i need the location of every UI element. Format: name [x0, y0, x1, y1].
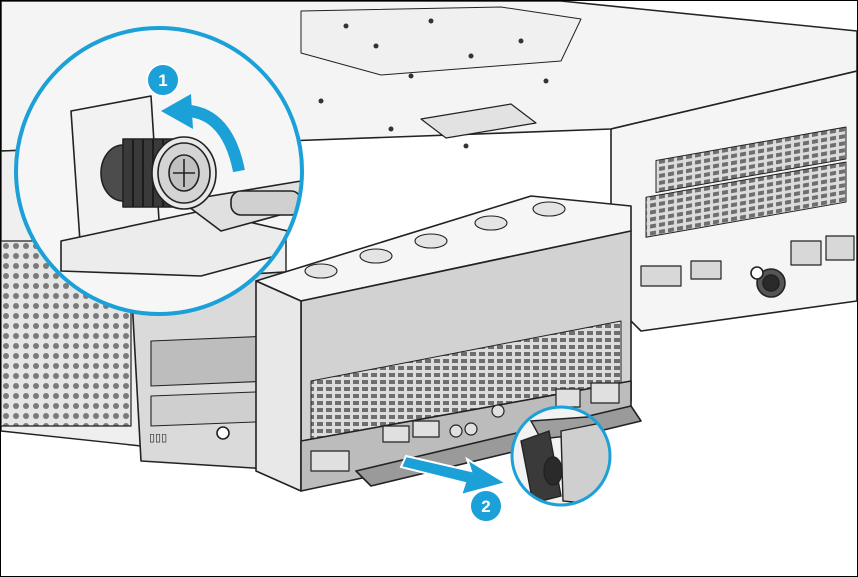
step-2-badge: 2: [469, 489, 503, 523]
rotate-arrow-icon: [161, 94, 245, 173]
thumbscrew-closeup: [14, 26, 304, 316]
lever-closeup: [510, 405, 612, 507]
chassis-label-plate: [420, 103, 537, 139]
step-2-label: 2: [481, 497, 490, 516]
pull-arrow-icon: [399, 454, 509, 497]
thumbscrew-icon: [750, 266, 786, 298]
thumbscrew-knob-icon: [100, 136, 217, 210]
step-1-badge: 1: [146, 63, 180, 97]
module-front: [255, 280, 302, 492]
removable-module: [255, 195, 642, 492]
svg-text:▯▯▯: ▯▯▯: [149, 432, 167, 444]
step-1-label: 1: [158, 71, 167, 90]
